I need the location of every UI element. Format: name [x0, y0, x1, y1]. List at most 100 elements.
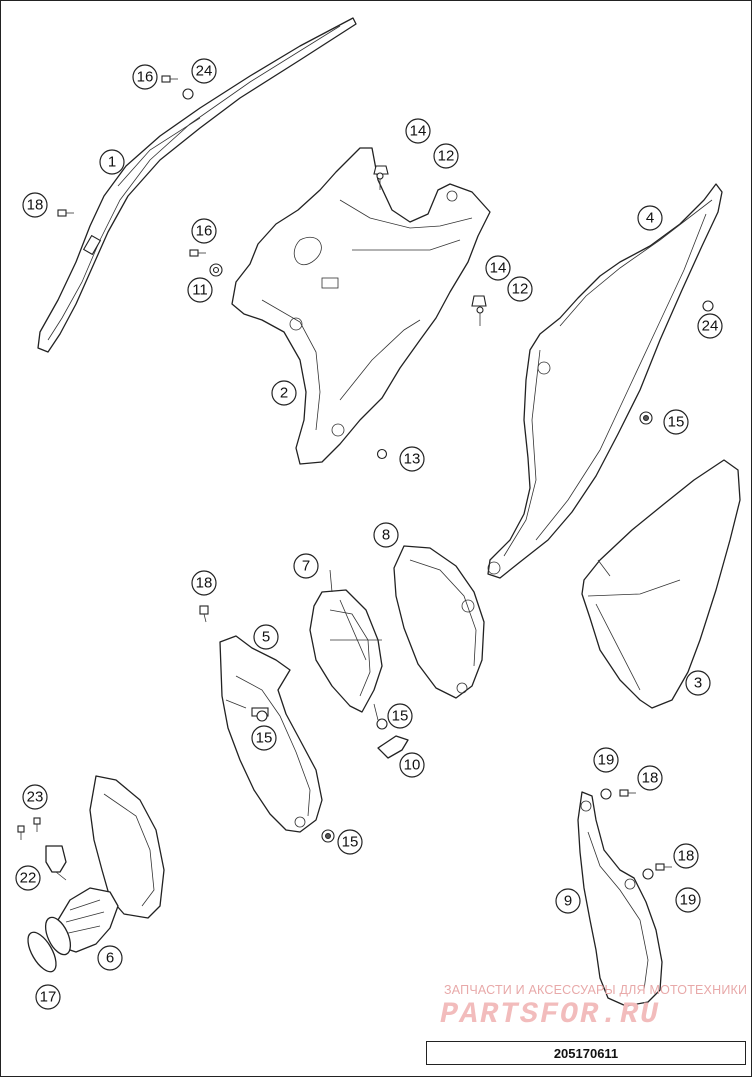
svg-text:3: 3 [694, 675, 702, 692]
svg-text:19: 19 [680, 892, 697, 909]
hardware [17, 75, 714, 880]
svg-text:7: 7 [302, 558, 310, 575]
grommet-15c [376, 718, 388, 730]
svg-text:18: 18 [678, 848, 695, 865]
svg-text:19: 19 [598, 752, 615, 769]
svg-text:16: 16 [137, 69, 154, 86]
callout-15-cage: 15 [251, 725, 277, 751]
callout-18-right-lower: 18 [673, 843, 699, 869]
part-1-trim-strip [37, 17, 357, 353]
callout-24-upper: 24 [191, 58, 217, 84]
part-4-side-panel [487, 183, 723, 579]
callout-11: 11 [187, 277, 213, 303]
callout-14-upper: 14 [405, 118, 431, 144]
callout-18-middle: 18 [191, 570, 217, 596]
svg-text:16: 16 [196, 223, 213, 240]
callout-12-upper: 12 [433, 143, 459, 169]
svg-text:8: 8 [382, 527, 390, 544]
svg-text:14: 14 [410, 123, 427, 140]
watermark-logo: PARTSFOR.RU [440, 998, 661, 1032]
callout-23: 23 [22, 784, 48, 810]
grommet-15a [639, 411, 653, 425]
callout-13: 13 [399, 446, 425, 472]
svg-text:4: 4 [646, 210, 654, 227]
callout-14-lower: 14 [485, 255, 511, 281]
svg-text:18: 18 [642, 770, 659, 787]
nut-24a [182, 88, 194, 100]
part-2-airbox [231, 147, 491, 465]
svg-text:12: 12 [512, 281, 529, 298]
svg-text:24: 24 [196, 63, 213, 80]
svg-text:15: 15 [256, 730, 273, 747]
svg-text:15: 15 [668, 414, 685, 431]
callout-5: 5 [253, 624, 279, 650]
svg-text:11: 11 [192, 282, 208, 299]
callouts: 1 2 3 4 5 6 7 8 9 10 11 12 12 13 14 14 1… [15, 58, 723, 1010]
svg-text:23: 23 [27, 789, 44, 806]
drawing-number: 205170611 [426, 1041, 746, 1065]
callout-22: 22 [15, 865, 41, 891]
washer-19a [600, 788, 612, 800]
part-17-cap [27, 931, 57, 973]
callout-19-lower: 19 [675, 887, 701, 913]
part-9-small-cover [577, 791, 663, 1007]
callout-15-filter: 15 [387, 703, 413, 729]
svg-text:24: 24 [702, 318, 719, 335]
part-7-filter-frame [309, 569, 383, 721]
screw-18b [199, 605, 209, 623]
svg-text:15: 15 [342, 834, 359, 851]
callout-18-left: 18 [22, 192, 48, 218]
svg-text:18: 18 [196, 575, 213, 592]
svg-text:13: 13 [404, 451, 421, 468]
svg-text:18: 18 [27, 197, 44, 214]
callout-2: 2 [271, 380, 297, 406]
nut-13 [376, 448, 388, 460]
screw-18c [619, 789, 636, 797]
callout-6: 6 [97, 945, 123, 971]
grommet-14b [471, 295, 487, 307]
svg-text:10: 10 [404, 757, 421, 774]
screw-18d [655, 863, 672, 871]
callout-3: 3 [685, 670, 711, 696]
screw-16a [161, 75, 178, 83]
part-8-air-filter [393, 545, 485, 699]
svg-text:9: 9 [564, 893, 572, 910]
svg-text:5: 5 [262, 629, 270, 646]
screw-16b [189, 249, 206, 257]
callout-17: 17 [35, 984, 61, 1010]
svg-text:12: 12 [438, 148, 455, 165]
svg-text:1: 1 [108, 154, 116, 171]
callout-8: 8 [373, 522, 399, 548]
callout-10: 10 [399, 752, 425, 778]
part-3-side-panel [581, 459, 741, 709]
screw-12b [476, 306, 484, 326]
screw-23a [17, 825, 25, 840]
screw-12a [376, 172, 384, 190]
part-22-bracket [45, 845, 67, 881]
callout-18-right-upper: 18 [637, 765, 663, 791]
part-10-clip [377, 735, 409, 759]
callout-1: 1 [99, 149, 125, 175]
svg-text:17: 17 [40, 989, 57, 1006]
svg-text:14: 14 [490, 260, 507, 277]
watermark-tagline: ЗАПЧАСТИ И АКСЕССУАРЫ ДЛЯ МОТОТЕХНИКИ [444, 983, 748, 997]
screw-23b [33, 817, 41, 832]
callout-15-lower: 15 [337, 829, 363, 855]
screw-18a [57, 209, 74, 217]
grommet-15d [321, 829, 335, 843]
grommet-14a [373, 165, 389, 175]
nut-24b [702, 300, 714, 312]
svg-text:15: 15 [392, 708, 409, 725]
svg-text:2: 2 [280, 385, 288, 402]
callout-16-lower: 16 [191, 218, 217, 244]
callout-24-right: 24 [697, 313, 723, 339]
nut-11 [209, 263, 223, 277]
grommet-15b [256, 710, 268, 722]
callout-7: 7 [293, 553, 319, 579]
callout-9: 9 [555, 888, 581, 914]
callout-16-upper: 16 [132, 64, 158, 90]
callout-12-lower: 12 [507, 276, 533, 302]
callout-19-upper: 19 [593, 747, 619, 773]
washer-19b [642, 868, 654, 880]
